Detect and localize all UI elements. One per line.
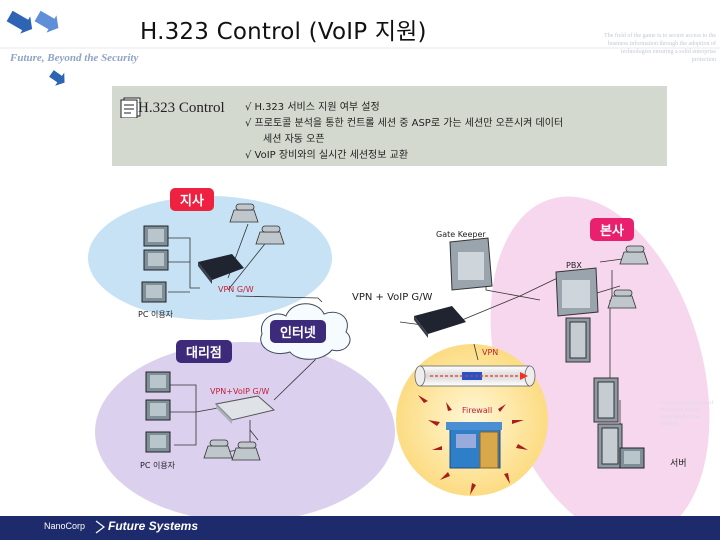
- tagline: Future, Beyond the Security: [10, 52, 139, 64]
- info-label: H.323 Control: [138, 100, 225, 116]
- agency-zone: [95, 342, 395, 522]
- hq-zone: [490, 196, 710, 540]
- vpn-label: VPN: [482, 348, 499, 357]
- phone-icon: [229, 203, 285, 245]
- bullet-4: √ VoIP 장비와의 실시간 세션정보 교환: [245, 150, 409, 161]
- server-rack-icon: [565, 317, 623, 469]
- internet-title: 인터넷: [270, 320, 326, 343]
- footer-brand: Future Systems: [108, 519, 199, 533]
- right-side-text: is the interconnection of the system and…: [660, 400, 714, 427]
- footer-bar: [0, 516, 720, 540]
- footer-swirl-icon: [95, 520, 105, 534]
- pbx-label: PBX: [566, 261, 582, 270]
- branch-title: 지사: [170, 188, 214, 211]
- agency-pc-icon: [145, 371, 171, 453]
- bullet-1: √ H.323 서비스 지원 여부 설정: [245, 102, 380, 113]
- vpn-gw-label: VPN G/W: [218, 285, 254, 294]
- agency-gateway-icon: [214, 395, 276, 424]
- hq-phone-icon: [607, 245, 649, 309]
- agency-phone-icon: [203, 439, 261, 461]
- attack-arrows: [418, 395, 528, 495]
- vpn-voip-gw-label: VPN + VoIP G/W: [352, 292, 433, 303]
- pc-user-label-branch: PC 이용자: [138, 310, 174, 319]
- corner-text: The field of the game is to secure acces…: [604, 33, 716, 63]
- bullet-2: √ 프로토콜 분석을 통한 컨트롤 세션 중 ASP로 가는 세션만 오픈시켜 …: [245, 118, 564, 129]
- branch-zone: [88, 196, 332, 320]
- header-arrow-icon: [6, 10, 59, 34]
- agency-gw-label: VPN+VoIP G/W: [210, 387, 270, 396]
- vpn-voip-gateway-router-icon: [414, 306, 466, 338]
- pc-user-label-agency: PC 이용자: [140, 461, 176, 470]
- page-title: H.323 Control (VoIP 지원): [140, 19, 427, 45]
- pbx-icon: [555, 267, 599, 317]
- server-label: 서버: [670, 459, 687, 469]
- small-arrow-icon: [49, 70, 65, 86]
- hq-title: 본사: [590, 218, 634, 241]
- pc-icon: [141, 225, 169, 303]
- agency-title: 대리점: [176, 340, 232, 363]
- firewall-label: Firewall: [462, 406, 493, 415]
- firewall-icon: [446, 422, 502, 469]
- hq-pc-icon: [619, 447, 645, 469]
- vpn-tunnel: [414, 365, 536, 387]
- vpn-gateway-router-icon: [198, 254, 244, 284]
- gatekeeper-label: Gate Keeper: [436, 230, 486, 239]
- page-stack-icon: [120, 97, 141, 118]
- info-box: [112, 86, 667, 166]
- gatekeeper-server-icon: [449, 237, 493, 291]
- footer-brand-prefix: NanoCorp: [44, 521, 86, 531]
- bullet-3: 세션 자동 오픈: [263, 134, 325, 145]
